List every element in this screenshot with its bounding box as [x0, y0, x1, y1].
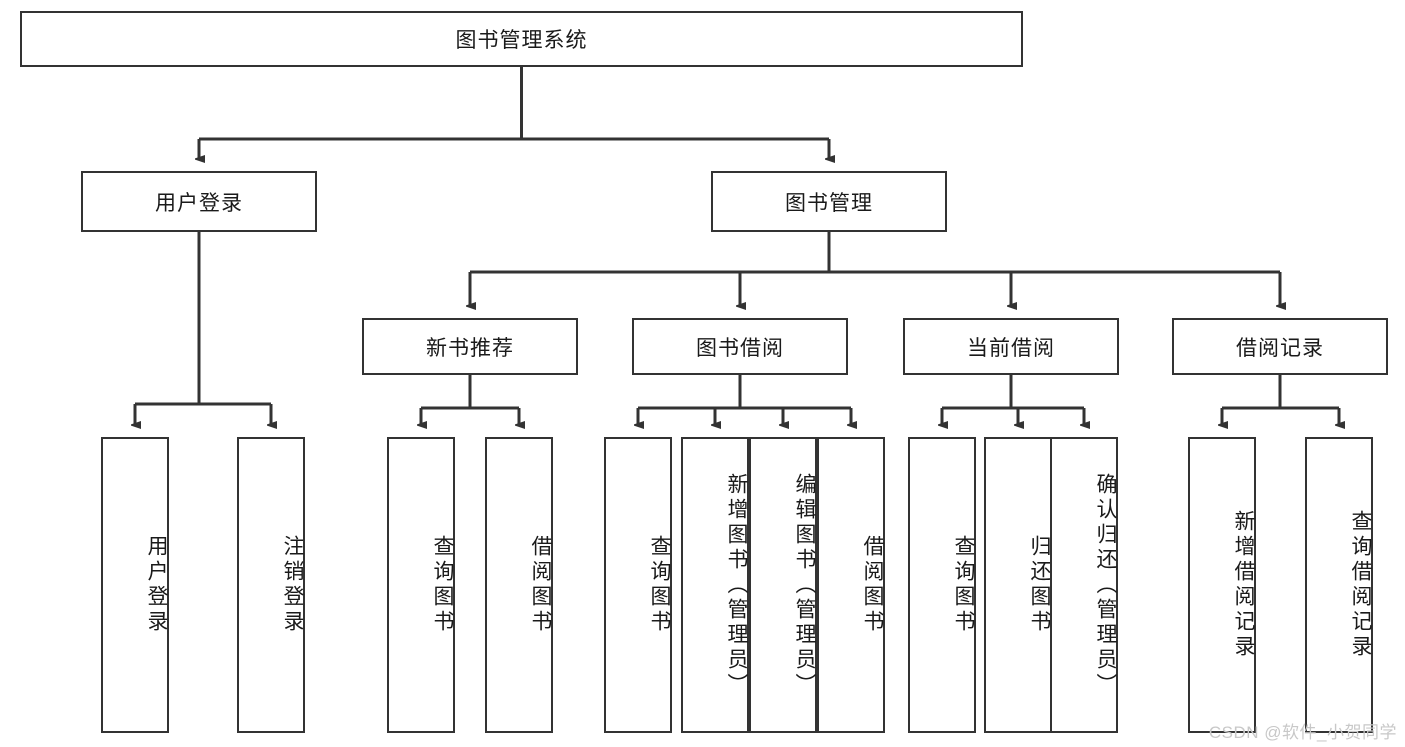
node-leaf-12[interactable]: 查询借阅记录	[1305, 437, 1373, 733]
node-label: 查询图书	[431, 535, 454, 635]
node-label: 图书借阅	[696, 336, 784, 360]
node-l2-图书管理[interactable]: 图书管理	[711, 171, 947, 232]
node-label: 用户登录	[145, 535, 168, 635]
node-l2-用户登录[interactable]: 用户登录	[81, 171, 317, 232]
node-leaf-4[interactable]: 查询图书	[604, 437, 672, 733]
node-leaf-9[interactable]: 归还图书	[984, 437, 1052, 733]
node-leaf-3[interactable]: 借阅图书	[485, 437, 553, 733]
node-label: 借阅图书	[861, 535, 884, 635]
node-label: 新增借阅记录	[1232, 510, 1255, 660]
node-label: 新增图书（管理员）	[725, 472, 748, 698]
node-leaf-11[interactable]: 新增借阅记录	[1188, 437, 1256, 733]
node-label: 查询图书	[952, 535, 975, 635]
node-leaf-6[interactable]: 编辑图书（管理员）	[749, 437, 817, 733]
node-label: 新书推荐	[426, 336, 514, 360]
node-leaf-10[interactable]: 确认归还（管理员）	[1050, 437, 1118, 733]
node-leaf-7[interactable]: 借阅图书	[817, 437, 885, 733]
node-label: 当前借阅	[967, 336, 1055, 360]
node-label: 用户登录	[155, 191, 243, 215]
node-l3-图书借阅[interactable]: 图书借阅	[632, 318, 848, 375]
node-label: 查询图书	[648, 535, 671, 635]
node-label: 编辑图书（管理员）	[793, 472, 816, 698]
node-label: 确认归还（管理员）	[1094, 472, 1117, 698]
node-leaf-8[interactable]: 查询图书	[908, 437, 976, 733]
node-root-图书管理系统[interactable]: 图书管理系统	[20, 11, 1023, 67]
node-label: 图书管理	[785, 191, 873, 215]
node-leaf-0[interactable]: 用户登录	[101, 437, 169, 733]
node-l3-新书推荐[interactable]: 新书推荐	[362, 318, 578, 375]
node-leaf-5[interactable]: 新增图书（管理员）	[681, 437, 749, 733]
node-l3-当前借阅[interactable]: 当前借阅	[903, 318, 1119, 375]
node-leaf-1[interactable]: 注销登录	[237, 437, 305, 733]
node-leaf-2[interactable]: 查询图书	[387, 437, 455, 733]
node-label: 借阅图书	[529, 535, 552, 635]
node-label: 查询借阅记录	[1349, 510, 1372, 660]
node-label: 注销登录	[281, 535, 304, 635]
node-label: 图书管理系统	[455, 29, 588, 52]
node-label: 归还图书	[1028, 535, 1051, 635]
node-l3-借阅记录[interactable]: 借阅记录	[1172, 318, 1388, 375]
node-label: 借阅记录	[1236, 336, 1324, 360]
